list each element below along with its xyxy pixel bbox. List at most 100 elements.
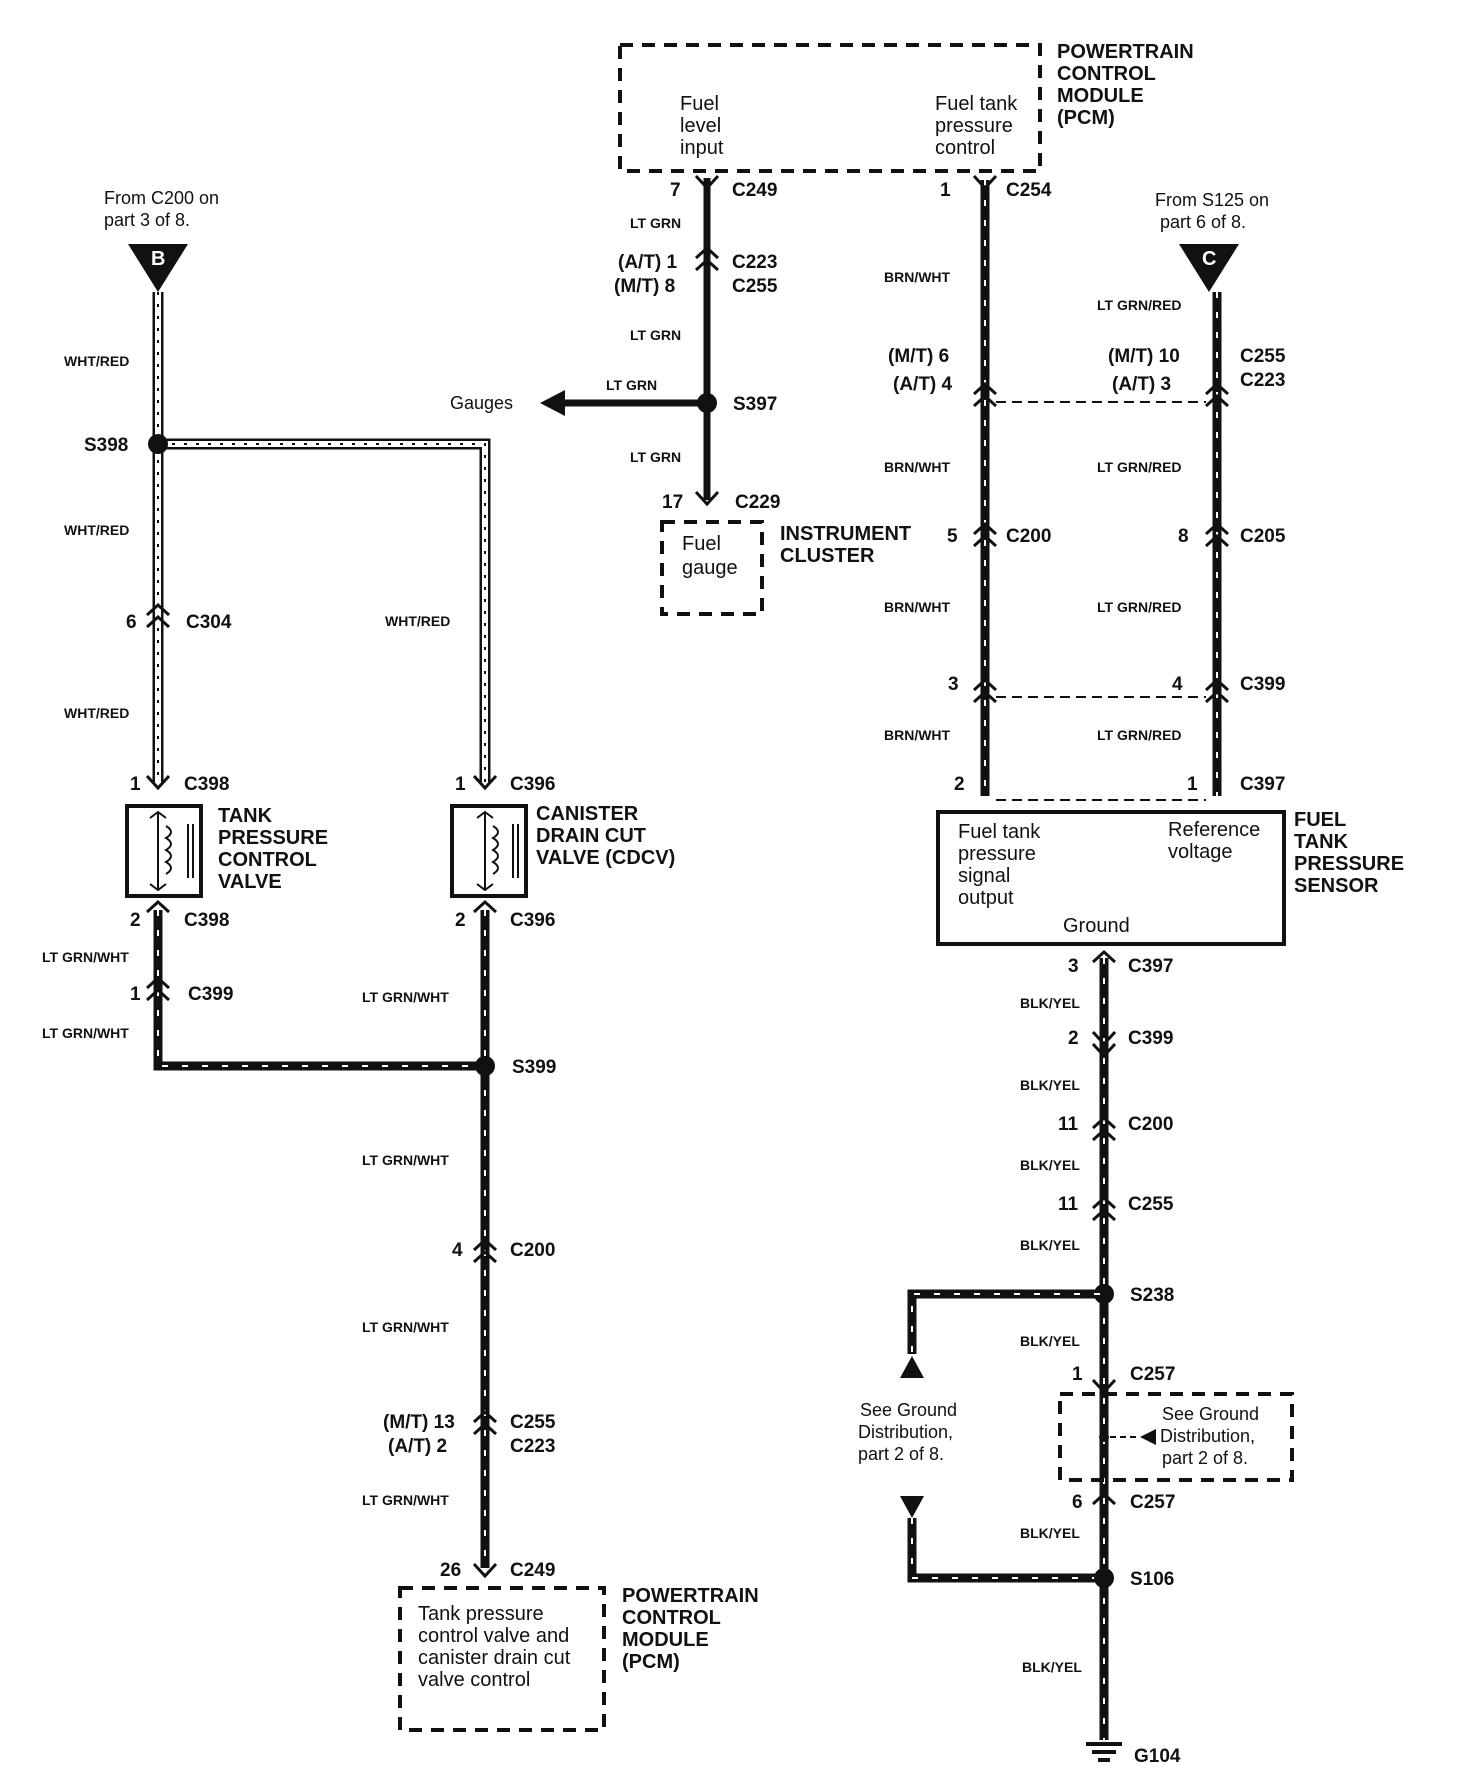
tpcv-box bbox=[125, 804, 203, 898]
splice-s106-dot bbox=[1094, 1568, 1114, 1588]
wire-lt-grn-red-4: LT GRN/RED bbox=[1097, 727, 1182, 743]
conn-c257-top: C257 bbox=[1130, 1364, 1175, 1385]
wire-lt-grn-red-1: LT GRN/RED bbox=[1097, 297, 1182, 313]
conn-c249-bottom: C249 bbox=[510, 1560, 555, 1581]
splice-s397: S397 bbox=[733, 394, 777, 415]
wire-brn-wht-4: BRN/WHT bbox=[884, 727, 951, 743]
fuel-tank-pressure-sensor: Fuel tank pressure signal output Referen… bbox=[936, 809, 1404, 946]
offpage-connector-c: From S125 on part 6 of 8. C bbox=[1155, 190, 1269, 292]
tank-pressure-control-valve: TANK PRESSURE CONTROL VALVE bbox=[125, 804, 328, 898]
conn-c304: C304 bbox=[186, 612, 232, 633]
tpcv-title-4: VALVE bbox=[218, 871, 282, 893]
pin-c397-3: 3 bbox=[1068, 956, 1079, 977]
gauges-label: Gauges bbox=[450, 393, 513, 413]
lt-grn-wht-left-wire bbox=[153, 910, 485, 1071]
wire-blk-yel-3: BLK/YEL bbox=[1020, 1157, 1080, 1173]
wire-wht-red-2: WHT/RED bbox=[64, 522, 129, 538]
pcm-bottom-func-4: valve control bbox=[418, 1669, 530, 1691]
c399-left-symbol bbox=[145, 975, 171, 1002]
wire-lt-grn-wht-6: LT GRN/WHT bbox=[362, 1492, 449, 1508]
conn-c249-top: C249 bbox=[732, 180, 777, 201]
offpage-b-note-1: From C200 on bbox=[104, 188, 219, 208]
splice-s238-dot bbox=[1094, 1284, 1114, 1304]
pin-c399-4: 4 bbox=[1172, 674, 1183, 695]
offpage-b-note-2: part 3 of 8. bbox=[104, 210, 190, 230]
ground-g104: G104 bbox=[1134, 1746, 1181, 1767]
pin-brn-at4: (A/T) 4 bbox=[893, 374, 953, 395]
pcm-bottom-title-4: (PCM) bbox=[622, 1651, 680, 1673]
splice-s397-dot bbox=[697, 393, 717, 413]
pin-red-mt10: (M/T) 10 bbox=[1108, 346, 1180, 367]
splice-s238: S238 bbox=[1130, 1285, 1174, 1306]
pin-c398-1: 1 bbox=[130, 774, 141, 795]
wht-red-circuit: S398 WHT/RED WHT/RED WHT/RED WHT/RED 6 C… bbox=[64, 292, 555, 795]
sensor-reference-2: voltage bbox=[1168, 841, 1233, 863]
pin-c223-at2: (A/T) 2 bbox=[388, 1436, 447, 1457]
pcm-tank-pressure-control-2: pressure bbox=[935, 115, 1013, 137]
pin-c257-6: 6 bbox=[1072, 1492, 1083, 1513]
sensor-ground: Ground bbox=[1063, 915, 1130, 937]
splice-s398-dot bbox=[148, 434, 168, 454]
sensor-title-2: TANK bbox=[1294, 831, 1349, 853]
conn-c229: C229 bbox=[735, 492, 780, 513]
wire-lt-grn-red-3: LT GRN/RED bbox=[1097, 599, 1182, 615]
c399-right-a-symbol bbox=[972, 677, 998, 704]
offpage-connector-b: From C200 on part 3 of 8. B bbox=[104, 188, 219, 292]
sensor-signal-2: pressure bbox=[958, 843, 1036, 865]
c223-symbol bbox=[694, 245, 720, 272]
pcm-bottom-title-2: CONTROL bbox=[622, 1607, 721, 1629]
coil-icon bbox=[491, 825, 499, 875]
pin-c249-26: 26 bbox=[440, 1560, 461, 1581]
c396-bottom-symbol bbox=[472, 899, 498, 914]
blk-yel-ground-circuit: 3 C397 BLK/YEL 2 C399 BLK/YEL 11 C200 BL… bbox=[858, 949, 1294, 1767]
pin-c200-5: 5 bbox=[947, 526, 958, 547]
conn-c255-a: C255 bbox=[732, 276, 778, 297]
pcm-bottom-module: Tank pressure control valve and canister… bbox=[398, 1585, 759, 1732]
coil-icon bbox=[164, 825, 172, 875]
wire-lt-grn-red-2: LT GRN/RED bbox=[1097, 459, 1182, 475]
pcm-tank-pressure-control-1: Fuel tank bbox=[935, 93, 1018, 115]
cdcv-title-3: VALVE (CDCV) bbox=[536, 847, 675, 869]
splice-s399: S399 bbox=[512, 1057, 556, 1078]
pcm-fuel-level-input-3: input bbox=[680, 137, 724, 159]
pin-c398-2: 2 bbox=[130, 910, 141, 931]
pin-17: 17 bbox=[662, 492, 683, 513]
c249-bottom-symbol bbox=[472, 1562, 498, 1579]
pin-c257-1: 1 bbox=[1072, 1364, 1083, 1385]
pcm-bottom-func-1: Tank pressure bbox=[418, 1603, 544, 1625]
wire-blk-yel-6: BLK/YEL bbox=[1020, 1525, 1080, 1541]
wire-lt-grn-wht-5: LT GRN/WHT bbox=[362, 1319, 449, 1335]
pcm-bottom-func-2: control valve and bbox=[418, 1625, 569, 1647]
c229-symbol bbox=[694, 490, 720, 507]
tpcv-title-1: TANK bbox=[218, 805, 273, 827]
wire-blk-yel-7: BLK/YEL bbox=[1022, 1659, 1082, 1675]
pcm-bottom-title-1: POWERTRAIN bbox=[622, 1585, 759, 1607]
pin-c397-2: 2 bbox=[954, 774, 965, 795]
pin-c205-8: 8 bbox=[1178, 526, 1189, 547]
pcm-bottom-title-3: MODULE bbox=[622, 1629, 709, 1651]
c399-right-b-symbol bbox=[1204, 677, 1230, 704]
c205-symbol bbox=[1204, 521, 1230, 548]
ground-box-note-3: part 2 of 8. bbox=[1162, 1448, 1248, 1468]
canister-drain-cut-valve: CANISTER DRAIN CUT VALVE (CDCV) bbox=[450, 803, 675, 898]
conn-c200-left: C200 bbox=[510, 1240, 555, 1261]
offpage-c-note-2: part 6 of 8. bbox=[1160, 212, 1246, 232]
sensor-signal-3: signal bbox=[958, 865, 1010, 887]
conn-c257-bottom: C257 bbox=[1130, 1492, 1175, 1513]
conn-c399-right: C399 bbox=[1240, 674, 1285, 695]
tpcv-title-2: PRESSURE bbox=[218, 827, 328, 849]
ground-ref-left-arrow-icon bbox=[1140, 1429, 1156, 1445]
fuel-gauge-2: gauge bbox=[682, 557, 738, 579]
conn-c200-right: C200 bbox=[1006, 526, 1051, 547]
pin-7: 7 bbox=[670, 180, 681, 201]
conn-c396-bottom: C396 bbox=[510, 910, 555, 931]
sensor-box bbox=[936, 810, 1286, 946]
conn-c200-bottom: C200 bbox=[1128, 1114, 1173, 1135]
brn-wht-circuit: 1 C254 BRN/WHT (M/T) 6 (A/T) 4 BRN/WHT 5… bbox=[884, 174, 1052, 796]
arrow-left-icon bbox=[540, 390, 565, 416]
pin-c396-1: 1 bbox=[455, 774, 466, 795]
wire-brn-wht-1: BRN/WHT bbox=[884, 269, 951, 285]
ground-left-note-1: See Ground bbox=[860, 1400, 957, 1420]
sensor-signal-1: Fuel tank bbox=[958, 821, 1041, 843]
offpage-c-triangle-icon bbox=[1179, 244, 1239, 292]
